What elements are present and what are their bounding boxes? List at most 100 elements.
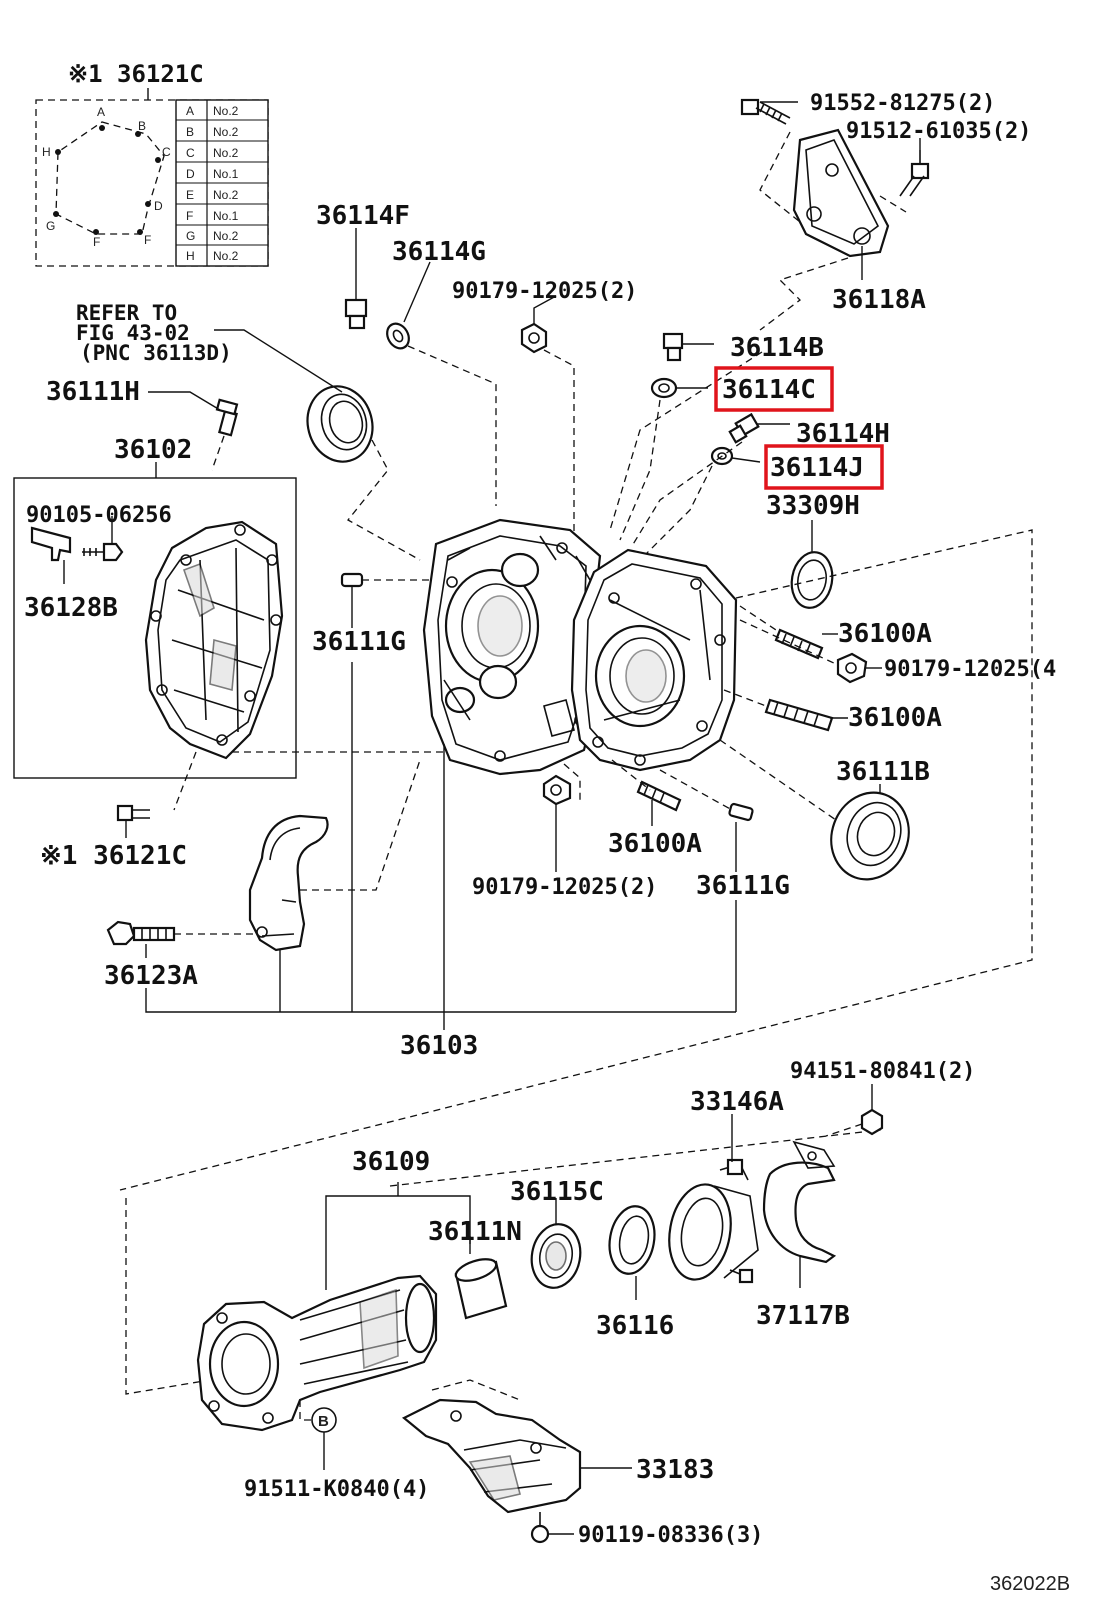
leader-36109 [325,1182,471,1290]
washer-36114c-icon [650,377,708,399]
label-36100a-1: 36100A [838,619,932,649]
label-36111g-right: 36111G [696,871,790,901]
pattern-letter-c: C [162,145,171,159]
label-refer-line1: REFER TO [76,301,177,325]
label-36121c-bottom: ※1 36121C [40,841,187,871]
pattern-letter-f2: F [93,235,100,249]
label-36118a: 36118A [832,285,926,315]
table-val-h: No.2 [213,249,239,263]
table-val-d: No.1 [213,167,239,181]
bearing-36115c-icon [530,1198,582,1289]
table-key-b: B [186,125,194,139]
label-36109: 36109 [352,1147,430,1177]
label-33183: 33183 [636,1455,714,1485]
bushing-36111n-icon [454,1236,508,1320]
pattern-letter-d: D [154,199,163,213]
nut-94151-icon [825,1084,884,1137]
inset-box-36102 [13,477,297,779]
label-36100a-3: 36100A [608,829,702,859]
cover-36102-icon [144,520,284,760]
table-key-c: C [186,146,195,160]
pattern-holes [53,125,161,235]
label-90179-right: 90179-12025(4 [884,657,1056,682]
label-refer-line2: FIG 43-02 [76,321,190,345]
table-val-g: No.2 [213,229,239,243]
cover-37117b-icon [762,1140,837,1288]
stud-36100a-1-icon [774,628,838,660]
table-val-e: No.2 [213,188,239,202]
seal-36113d-icon [214,329,374,463]
table-key-a: A [186,104,194,118]
label-94151: 94151-80841(2) [790,1059,975,1084]
washer-36114j-icon [710,446,761,466]
stud-36100a-3-icon [636,780,682,826]
label-36123a: 36123A [104,961,198,991]
extension-housing-36109-icon [196,1274,438,1432]
label-36111h: 36111H [46,377,140,407]
housing-36103-icon [422,518,738,776]
bolt-pattern-inset: ※1 36121C A B C D F F G H [35,60,269,267]
label-refer-line3: (PNC 36113D) [80,341,232,365]
label-36114g: 36114G [392,237,486,267]
label-36114b: 36114B [730,333,824,363]
bolt-91552-icon [740,98,791,125]
pattern-letter-h: H [42,145,51,159]
label-90179-bottom: 90179-12025(2) [472,875,657,900]
table-key-e: E [186,188,194,202]
nut-90179-bottom-icon [542,774,572,872]
label-33146a: 33146A [690,1087,784,1117]
table-val-c: No.2 [213,146,239,160]
plug-36114h-icon [728,412,790,444]
label-36114f: 36114F [316,201,410,231]
bolt-90119-icon [530,1512,574,1544]
table-key-f: F [186,209,193,223]
gasket-33309h-icon [790,520,834,609]
label-36116: 36116 [596,1311,674,1341]
pattern-letter-b: B [138,119,146,133]
label-36111n: 36111N [428,1217,522,1247]
label-36114j: 36114J [770,453,864,483]
highlight-36114j[interactable] [764,444,884,490]
label-90179-top: 90179-12025(2) [452,279,637,304]
table-val-f: No.1 [213,209,239,223]
seal-36111b-icon [830,784,910,881]
label-91511: 91511-K0840(4) [244,1477,429,1502]
plug-36114b-icon [662,332,714,362]
bolt-36121c-bottom-icon [116,804,150,838]
highlight-36114c[interactable] [714,366,834,412]
bolt-91512-icon [899,150,930,197]
bolt-36123a-icon [106,920,256,958]
label-90119: 90119-08336(3) [578,1523,763,1548]
bracket-36123-icon [248,759,421,952]
bracket-36118a [740,98,930,331]
pattern-letter-a: A [97,105,105,119]
label-36114h: 36114H [796,419,890,449]
washer-36114g-icon [386,261,431,350]
label-36103: 36103 [400,1031,478,1061]
label-33309h: 33309H [766,491,860,521]
boot-33146a-icon [668,1114,759,1284]
bracket-36128b-icon [30,526,72,584]
bolt-table: A No.2 B No.2 C No.2 D No.1 E No.2 F No.… [175,99,269,267]
label-37117b: 37117B [756,1301,850,1331]
pin-36111g-right-icon [659,769,754,1012]
table-val-a: No.2 [213,104,239,118]
stud-36100a-2-icon [764,698,848,732]
label-36115c: 36115C [510,1177,604,1207]
bolt-90105-icon [82,516,124,562]
plug-36114f-icon [344,228,368,330]
table-key-g: G [186,229,195,243]
callout-b-letter: B [318,1413,329,1430]
table-key-h: H [186,249,195,263]
breather-36111h-icon [148,391,239,471]
part-labels: 91552-81275(2) 91512-61035(2) 36118A 361… [24,91,1070,1595]
label-91512: 91512-61035(2) [846,119,1031,144]
seal-36116-icon [608,1205,656,1300]
label-36102: 36102 [114,435,192,465]
table-key-d: D [186,167,195,181]
pattern-letter-f: F [144,233,151,247]
leader-36103 [145,744,736,1030]
label-91552: 91552-81275(2) [810,91,995,116]
